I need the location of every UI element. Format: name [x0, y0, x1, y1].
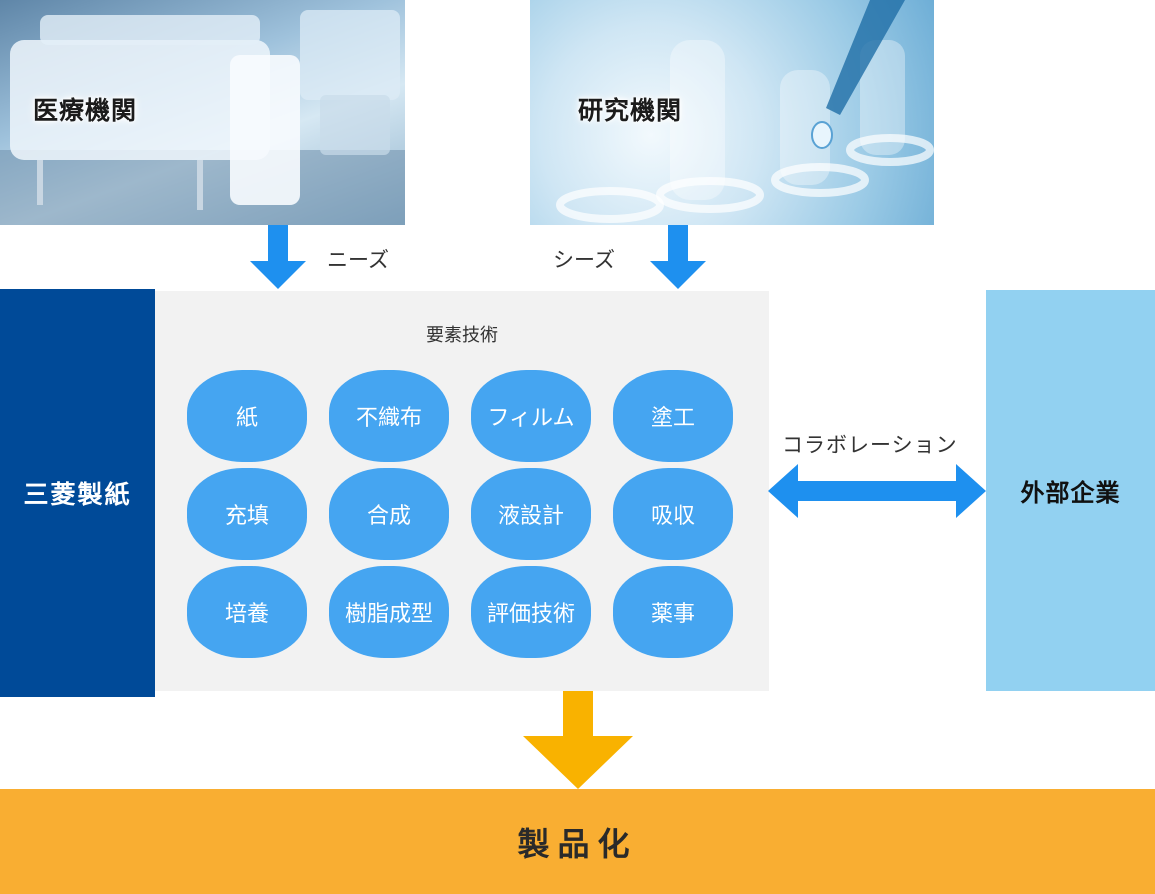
needs-down-arrow: [250, 225, 306, 289]
tech-chip: 液設計: [471, 468, 591, 560]
seeds-down-arrow: [650, 225, 706, 289]
seeds-label: シーズ: [553, 248, 615, 272]
external-companies-block: 外部企業: [986, 290, 1155, 691]
core-technologies-title: 要素技術: [426, 325, 498, 346]
tech-chip: 吸収: [613, 468, 733, 560]
product-down-arrow: [523, 691, 633, 789]
tech-chip: フィルム: [471, 370, 591, 462]
tech-chip: 塗工: [613, 370, 733, 462]
tech-chip: 培養: [187, 566, 307, 658]
research-institution-label: 研究機関: [578, 96, 683, 125]
core-technologies-panel: 要素技術 紙 不織布 フィルム 塗工 充填 合成 液設計 吸収 培養 樹脂成型 …: [155, 291, 769, 691]
tech-chip: 薬事: [613, 566, 733, 658]
medical-institution-image: 医療機関: [0, 0, 405, 225]
tech-chip: 紙: [187, 370, 307, 462]
collaboration-double-arrow: [768, 464, 986, 518]
company-block: 三菱製紙: [0, 289, 155, 697]
hospital-beds-illustration: [0, 10, 405, 225]
needs-label: ニーズ: [327, 248, 389, 272]
tech-chip: 充填: [187, 468, 307, 560]
external-companies-label: 外部企業: [1020, 479, 1121, 507]
tech-chip: 樹脂成型: [329, 566, 449, 658]
test-tubes-illustration: [556, 0, 934, 223]
tech-chip: 不織布: [329, 370, 449, 462]
company-label: 三菱製紙: [23, 480, 132, 509]
tech-chip: 合成: [329, 468, 449, 560]
collaboration-label: コラボレーション: [782, 433, 958, 457]
medical-institution-label: 医療機関: [33, 96, 138, 125]
tech-chip: 評価技術: [471, 566, 591, 658]
research-institution-image: 研究機関: [530, 0, 934, 225]
commercialization-bar: 製品化: [0, 789, 1155, 894]
commercialization-label: 製品化: [517, 824, 638, 863]
